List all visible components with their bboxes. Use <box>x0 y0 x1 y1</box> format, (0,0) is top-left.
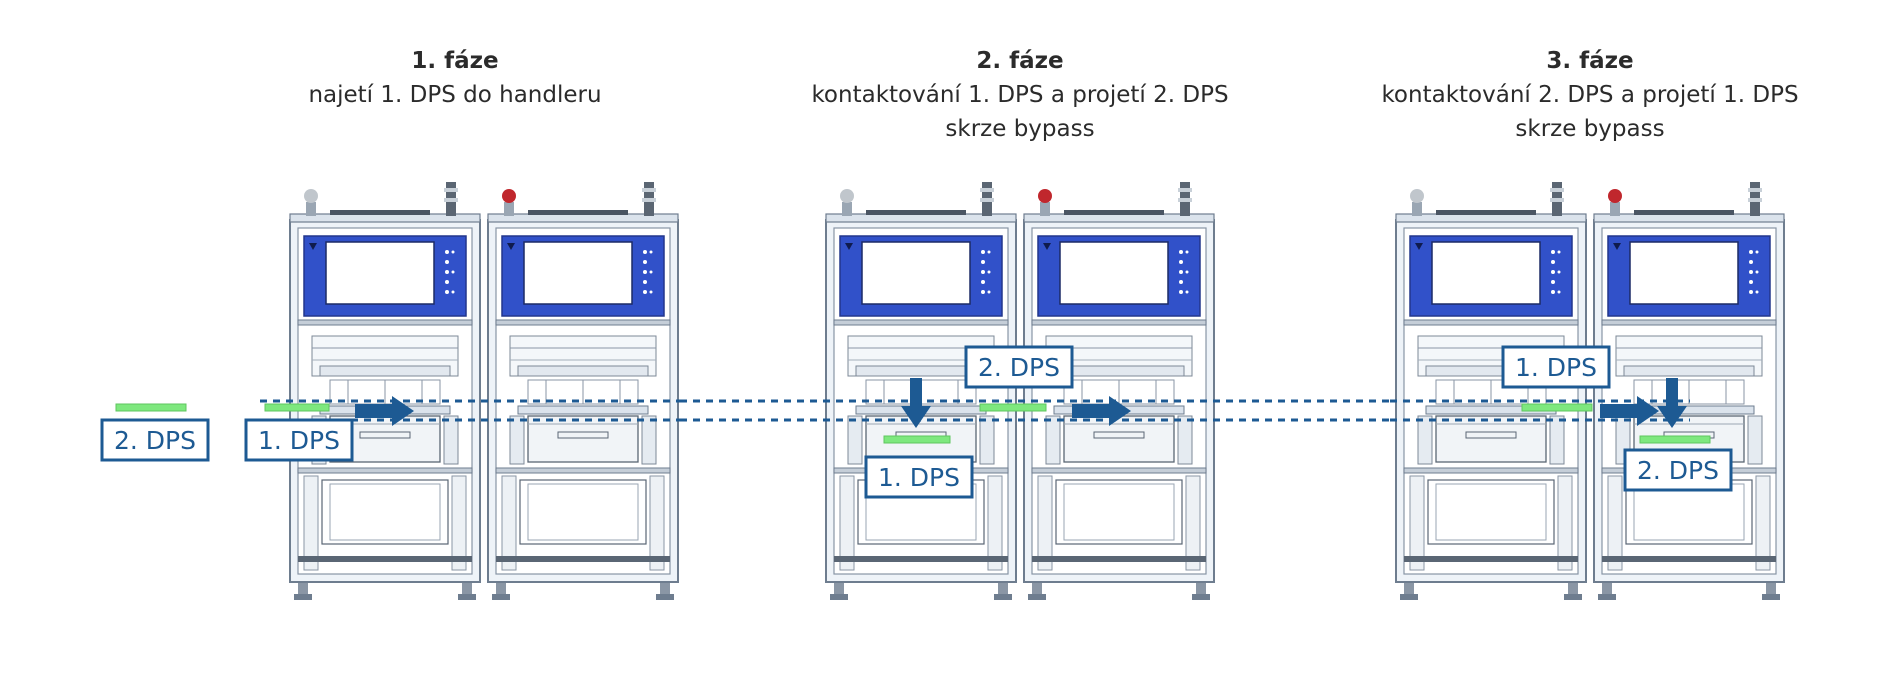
phase-2-header: 2. fáze kontaktování 1. DPS a projetí 2.… <box>760 44 1280 146</box>
phase-1-description: najetí 1. DPS do handleru <box>308 82 602 108</box>
phase-3-arrow-down <box>1657 378 1687 428</box>
phase-2-label-dps1-text: 1. DPS <box>878 463 960 492</box>
phase-1-arrow-right <box>355 396 414 426</box>
phase-2-conveyor-lines <box>680 399 1390 422</box>
phase-2-label-dps2-text: 2. DPS <box>978 353 1060 382</box>
phase-1-board-waiting <box>115 403 187 412</box>
phase-2-board-bypass <box>979 403 1047 412</box>
phase-2-label-dps1: 1. DPS <box>864 455 974 499</box>
phase-1-title: 1. fáze <box>411 48 499 74</box>
phase-3-board-bypass <box>1521 403 1593 412</box>
phase-1-label-dps2-text: 2. DPS <box>114 426 196 455</box>
phase-1-label-dps2: 2. DPS <box>100 418 210 462</box>
phase-1-header: 1. fáze najetí 1. DPS do handleru <box>230 44 680 112</box>
phase-2-title: 2. fáze <box>976 48 1064 74</box>
phase-3-title: 3. fáze <box>1546 48 1634 74</box>
phase-3-label-dps2: 2. DPS <box>1623 448 1733 492</box>
phase-2-arrow-down <box>901 378 931 428</box>
phase-2-machine <box>825 181 1215 601</box>
phase-3-label-dps1-text: 1. DPS <box>1515 353 1597 382</box>
phase-2-description: kontaktování 1. DPS a projetí 2. DPS skr… <box>811 82 1229 142</box>
phase-2-board-contacted <box>883 435 951 444</box>
phase-3-description: kontaktování 2. DPS a projetí 1. DPS skr… <box>1381 82 1799 142</box>
phase-3-header: 3. fáze kontaktování 2. DPS a projetí 1.… <box>1330 44 1850 146</box>
phase-3-arrow-right <box>1600 396 1659 426</box>
phase-1-label-dps1: 1. DPS <box>244 418 354 462</box>
phase-2-label-dps2: 2. DPS <box>964 345 1074 389</box>
phase-1-label-dps1-text: 1. DPS <box>258 426 340 455</box>
phase-1-board-entering <box>264 403 330 412</box>
phase-3-label-dps1: 1. DPS <box>1501 345 1611 389</box>
phase-3-board-contacted <box>1639 435 1711 444</box>
phase-3-machine <box>1395 181 1785 601</box>
phase-3-label-dps2-text: 2. DPS <box>1637 456 1719 485</box>
phase-2-arrow-right <box>1072 396 1131 426</box>
phase-1-machine <box>289 181 679 601</box>
